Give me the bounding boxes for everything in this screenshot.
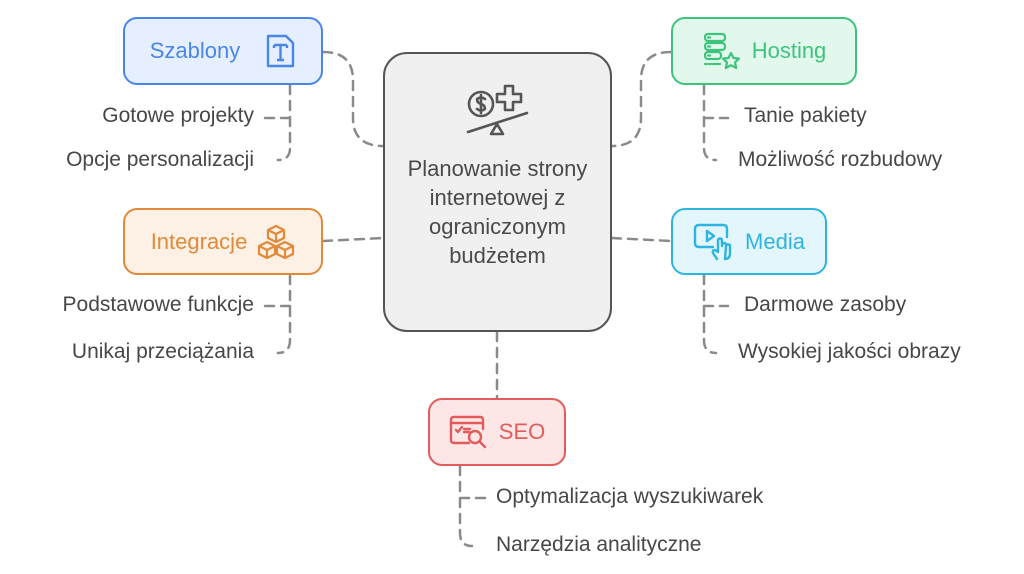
seo-search-icon [449, 415, 489, 449]
integracje-item-2: Unikaj przeciążania [71, 340, 254, 363]
seo-item-1: Optymalizacja wyszukiwarek [496, 485, 764, 508]
branch-seo-label: SEO [498, 419, 546, 444]
template-text-icon [264, 33, 296, 69]
media-item-1: Darmowe zasoby [744, 293, 907, 316]
budget-balance-icon [465, 82, 531, 138]
branch-seo[interactable]: SEO [428, 398, 566, 466]
branch-szablony[interactable]: Szablony [123, 17, 323, 85]
integracje-item-1: Podstawowe funkcje [62, 293, 254, 316]
branch-hosting-label: Hosting [751, 38, 827, 63]
hosting-item-2: Możliwość rozbudowy [738, 148, 943, 171]
branch-hosting[interactable]: Hosting [671, 17, 857, 85]
connector-szablony [321, 50, 385, 148]
seo-item-2: Narzędzia analityczne [496, 533, 702, 556]
central-topic[interactable]: Planowanie strony internetowej z ogranic… [383, 52, 612, 332]
connector-integracje-items [263, 273, 292, 355]
branch-szablony-label: Szablony [149, 38, 241, 63]
blocks-icon [257, 224, 295, 260]
connector-media [610, 236, 673, 243]
server-star-icon [702, 31, 742, 71]
connector-media-items [702, 273, 730, 355]
branch-media[interactable]: Media [671, 208, 827, 275]
connector-szablony-items [263, 83, 292, 162]
szablony-item-1: Gotowe projekty [102, 104, 254, 127]
branch-integracje[interactable]: Integracje [123, 208, 323, 275]
media-item-2: Wysokiej jakości obrazy [738, 340, 961, 363]
szablony-item-2: Opcje personalizacji [66, 148, 254, 171]
hosting-item-1: Tanie pakiety [744, 104, 867, 127]
branch-media-label: Media [745, 228, 805, 254]
connector-seo-items [458, 464, 487, 548]
connector-integracje [321, 236, 385, 243]
branch-integracje-label: Integracje [150, 228, 248, 254]
central-topic-title: Planowanie strony internetowej z ogranic… [407, 156, 588, 268]
media-touch-icon [693, 223, 735, 261]
connector-hosting [610, 50, 673, 148]
connector-hosting-items [702, 83, 730, 162]
